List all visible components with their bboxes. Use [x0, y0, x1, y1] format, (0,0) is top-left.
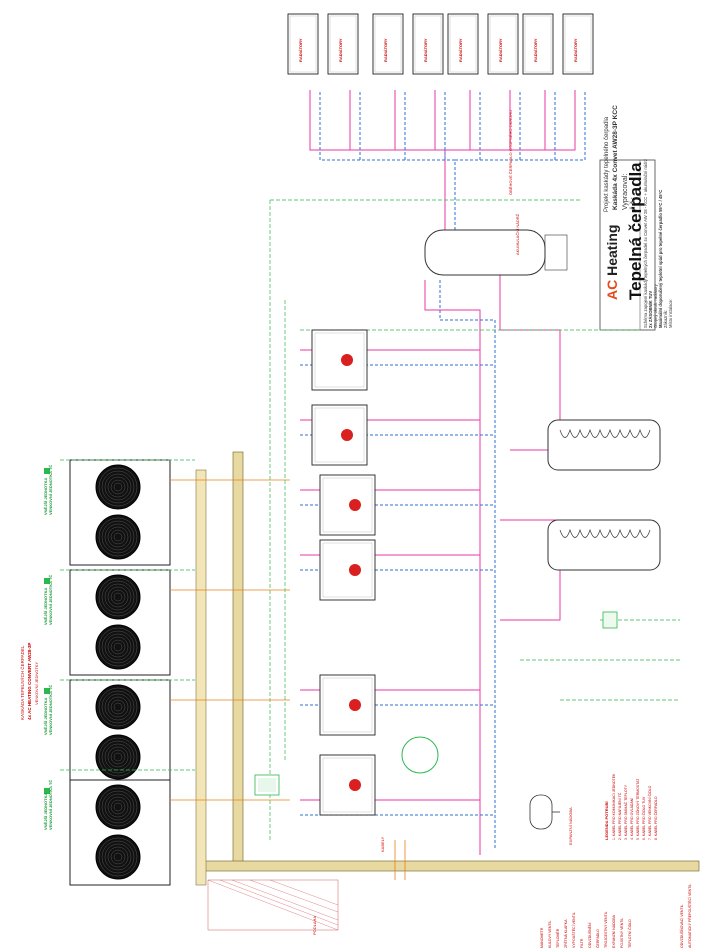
- radiator-label-5: RADIÁTORY: [458, 38, 463, 62]
- pump-icon: [349, 499, 361, 511]
- pump-icon: [349, 779, 361, 791]
- sensor-icon: [44, 578, 50, 584]
- radiator-group: [287, 13, 594, 75]
- pump-icon: [341, 354, 353, 366]
- legend-item-8: 8. KABEL PRO ČERPADLO: [654, 796, 658, 840]
- cascade-line-1: KASKÁDA TEPELNÝCH ČERPADEL: [20, 645, 25, 720]
- symbol-5: VYPOUŠTĚCÍ VENTIL: [572, 912, 576, 948]
- symbol-4: ZPĚTNÁ KLAPKA: [564, 919, 568, 948]
- radiator: [487, 13, 519, 75]
- cascade-line-2: 4x AC HEATING CONVERT AW28-3P: [27, 642, 32, 720]
- fan-icon: [95, 734, 141, 780]
- legend-item-1: 1. KABEL PRO KOMUNIKACI JEDNOTEK: [612, 773, 616, 840]
- radiator: [412, 13, 444, 75]
- buffer-tank: [424, 229, 568, 276]
- outdoor-unit: [44, 679, 171, 786]
- drawn-by: Vypracoval:: [622, 173, 629, 210]
- outdoor-units: [44, 459, 171, 886]
- sensor-icon: [44, 688, 50, 694]
- radiator-label-3: RADIÁTORY: [383, 38, 388, 62]
- fan-icon: [95, 834, 141, 880]
- note-4: Maximální doporučený teplotní spád pro t…: [658, 189, 663, 328]
- outdoor-unit-sub-1: VENKOVNÍ JEDNOTKA TČ: [48, 464, 53, 515]
- outdoor-unit: [44, 459, 171, 566]
- radiator-label-1: RADIÁTORY: [298, 38, 303, 62]
- radiator-label-7: RADIÁTORY: [533, 38, 538, 62]
- cables-label: KABELY: [380, 836, 385, 852]
- drawing-number: č.č.:: [630, 197, 637, 210]
- controller-box: [602, 611, 618, 629]
- expansion-vessel: [529, 794, 560, 830]
- legend-item-7: 7. KABEL PRO VENKOVNÍ ČIDLO: [648, 785, 652, 840]
- symbol-3: TEPLOMĚR: [556, 928, 560, 948]
- brand-heating: Heating: [604, 224, 620, 276]
- fan-icon: [95, 784, 141, 830]
- note-6: Místo instalace:: [668, 298, 673, 328]
- legend-item-6: 6. KABEL PRO ČIDLO TUV: [642, 796, 646, 840]
- symbol-9: TROJCESTNÝ VENTIL: [604, 911, 608, 948]
- fan-icon: [95, 624, 141, 670]
- symbol-7: ODVZDUŠNĚNÍ: [588, 922, 592, 948]
- indoor-module: [319, 674, 376, 736]
- project-label: Projekt kaskády tepelného čerpadla: [604, 116, 610, 212]
- symbol-8: ČERPADLO: [596, 929, 600, 948]
- radiator: [287, 13, 319, 75]
- indoor-module: [319, 474, 376, 536]
- indoor-module: [311, 329, 368, 391]
- symbol-14: AUTOMATICKÝ PŘEPOUŠTĚCÍ VENTIL: [688, 883, 692, 948]
- pump-icon: [349, 699, 361, 711]
- fan-icon: [95, 464, 141, 510]
- outdoor-unit-sub-2: VENKOVNÍ JEDNOTKA TČ: [48, 574, 53, 625]
- pump-icon: [349, 564, 361, 576]
- symbol-2: KULOVÝ VENTIL: [548, 920, 552, 948]
- radiator: [562, 13, 594, 75]
- indoor-module: [319, 539, 376, 601]
- radiator: [447, 13, 479, 75]
- radiator-label-6: RADIÁTORY: [498, 38, 503, 62]
- radiator-label-8: RADIÁTORY: [573, 38, 578, 62]
- laptop-icon: [254, 774, 280, 796]
- symbol-11: POJISTNÝ VENTIL: [620, 917, 624, 948]
- brand-title: AC Heating: [604, 225, 620, 300]
- fan-icon: [95, 514, 141, 560]
- tank-label: AKUMULAČNÍ NÁDRŽ: [515, 213, 520, 255]
- dhw-tanks: [547, 419, 661, 571]
- expansion-label: EXPANZNÍ NÁDOBA: [568, 807, 573, 845]
- pump-icon: [341, 429, 353, 441]
- fan-icon: [95, 574, 141, 620]
- radiator-label-4: RADIÁTORY: [423, 38, 428, 62]
- radiator: [327, 13, 359, 75]
- legend-item-4: 4. KABEL PRO OVLÁDÁNÍ: [630, 797, 634, 840]
- building-wall: [195, 451, 700, 931]
- symbol-6: FILTR: [580, 938, 584, 948]
- indoor-module: [319, 754, 376, 816]
- symbol-13: ODVZDUŠŇOVACÍ VENTIL: [680, 904, 684, 949]
- radiator: [522, 13, 554, 75]
- legend-title: LEGENDA POTRUBÍ: [604, 801, 609, 840]
- outdoor-unit: [44, 779, 171, 886]
- ground-label: PODLAHA: [312, 915, 317, 935]
- indoor-modules: [311, 329, 376, 816]
- indoor-module: [311, 404, 368, 466]
- sensor-icon: [44, 788, 50, 794]
- radiator: [372, 13, 404, 75]
- outdoor-unit-sub-4: VENKOVNÍ JEDNOTKA TČ: [48, 779, 53, 830]
- symbol-10: EXPANZNÍ NÁDOBA: [612, 915, 616, 948]
- legend-item-3: 3. KABEL PRO SNÍMAČ TEPLOTY: [624, 784, 628, 840]
- outdoor-unit-sub-3: VENKOVNÍ JEDNOTKA TČ: [48, 684, 53, 735]
- radiator-label-2: RADIÁTORY: [338, 38, 343, 62]
- legend-item-5: 5. KABEL PRO ZÓNOVÝ TERMOSTAT: [636, 778, 640, 840]
- cascade-line-3: VENKOVNÍ JEDNOTKY: [34, 661, 39, 705]
- legend-item-2: 2. KABEL PRO NAPÁJENÍ TČ: [618, 792, 622, 840]
- outdoor-unit: [44, 569, 171, 676]
- brand-ac: AC: [604, 279, 620, 300]
- symbol-1: MANOMETR: [540, 927, 544, 948]
- symbol-12: TEPLOTNÍ ČIDLO: [628, 919, 632, 948]
- detail-circle: [401, 736, 439, 774]
- pump-label: OBĚHOVÉ ČERPADLO OTOPNÉHO OKRUHU: [508, 110, 513, 195]
- sensor-icon: [44, 468, 50, 474]
- fan-icon: [95, 684, 141, 730]
- project-name: Kaskáda 4x Convet AW28-3P KCC: [612, 105, 619, 210]
